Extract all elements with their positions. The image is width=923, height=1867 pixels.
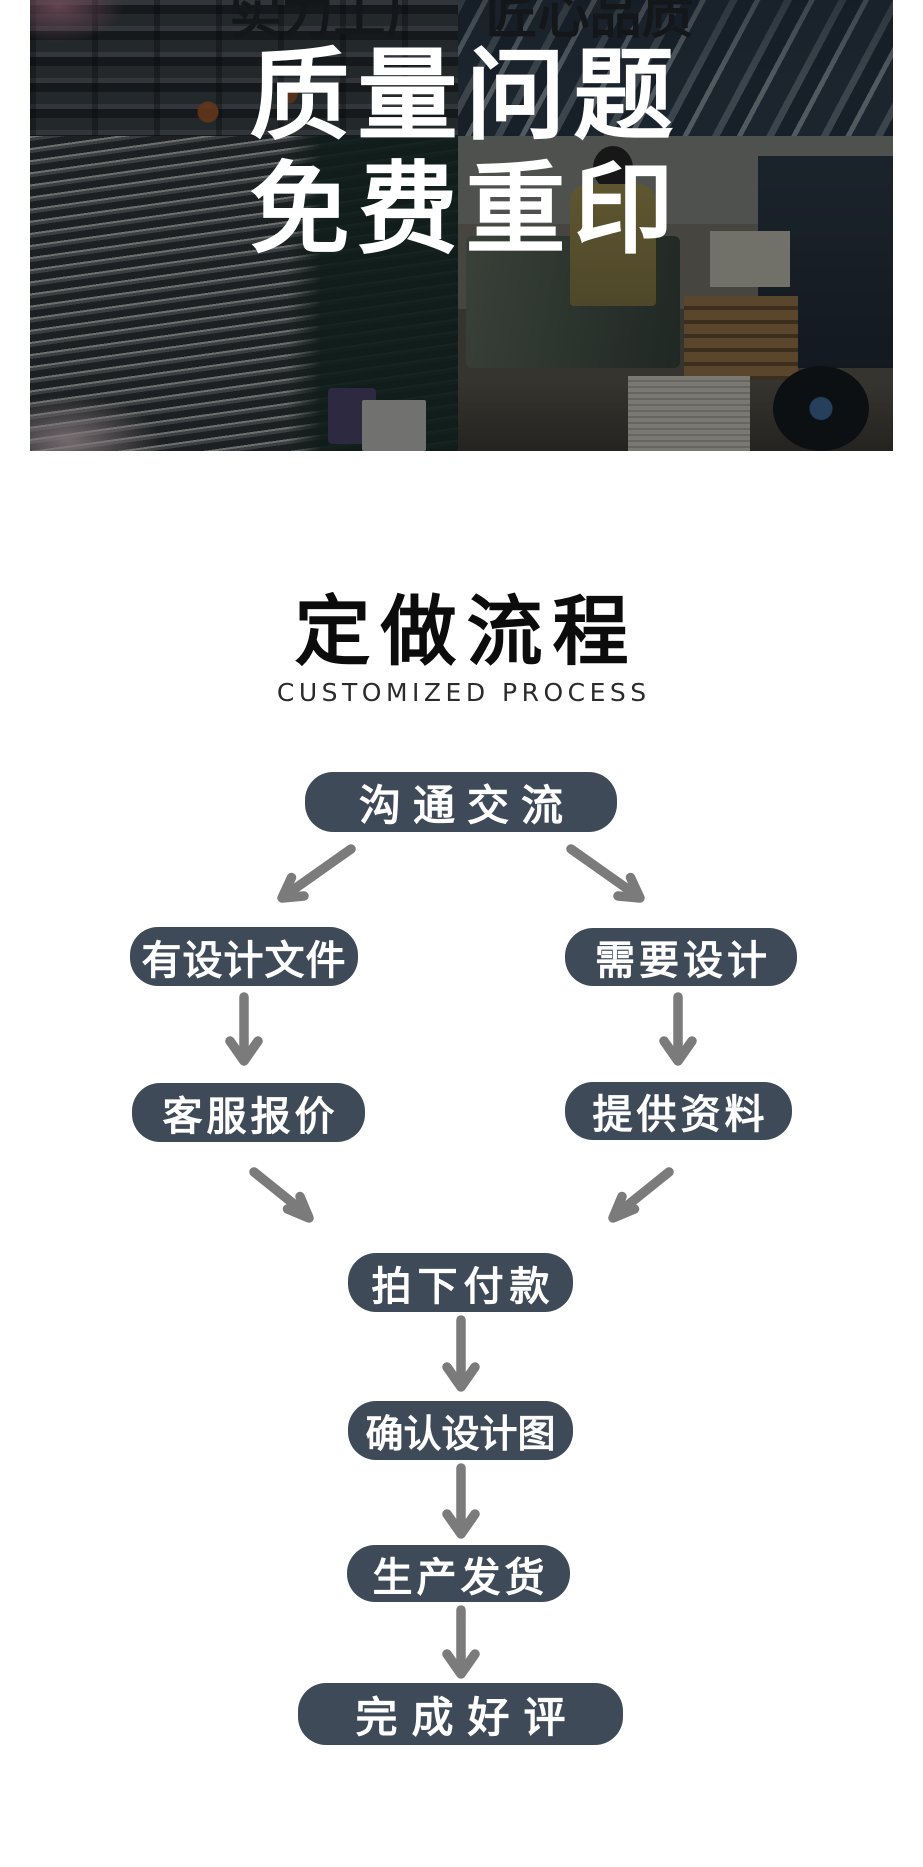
photo-electric-fan — [773, 366, 869, 451]
slogan-right: 匠心品质 — [485, 0, 694, 46]
photo-wooden-pallet — [684, 296, 798, 380]
flow-step-have-design-file: 有设计文件 — [130, 927, 358, 986]
flow-step-provide-materials: 提供资料 — [565, 1082, 792, 1140]
banner-headline-line1: 质量问题 — [249, 37, 682, 154]
arrow-down-confirm-icon — [442, 1463, 480, 1539]
slogan-left: 实力工厂 — [229, 0, 438, 46]
arrow-down-left-icon — [225, 992, 263, 1066]
flow-step-need-design: 需要设计 — [565, 928, 797, 986]
photo-factory-worker — [458, 136, 893, 451]
photo-white-card — [362, 400, 426, 451]
flow-step-order-pay: 拍下付款 — [348, 1253, 573, 1312]
process-subtitle: CUSTOMIZED PROCESS — [276, 678, 651, 707]
arrow-down-pay-icon — [442, 1315, 480, 1392]
banner-headline-line2: 免费重印 — [249, 151, 682, 268]
photo-paper-pile — [710, 231, 790, 287]
arrow-split-right-icon — [566, 844, 645, 903]
arrow-merge-right-icon — [608, 1167, 674, 1223]
photo-worker-head — [593, 146, 633, 190]
banner-slogan: 实力工厂 匠心品质 — [30, 0, 893, 48]
arrow-split-left-icon — [277, 844, 356, 903]
process-title: 定做流程 — [294, 587, 639, 676]
quality-banner: 实力工厂 匠心品质 质量问题 免费重印 — [30, 0, 893, 451]
photo-printing-press — [30, 0, 458, 136]
arrow-merge-left-icon — [249, 1167, 314, 1223]
photo-steel-frames — [458, 0, 893, 136]
photo-paper-fan-stack — [30, 136, 458, 451]
banner-overlay — [30, 0, 893, 451]
flow-step-service-quote: 客服报价 — [132, 1083, 365, 1142]
flow-step-complete-review: 完成好评 — [298, 1683, 623, 1745]
flow-step-confirm-design: 确认设计图 — [348, 1401, 573, 1460]
flow-step-communicate: 沟通交流 — [305, 772, 617, 832]
photo-worker-shirt — [570, 184, 656, 306]
arrow-down-right-icon — [659, 992, 697, 1066]
photo-paper-stack — [628, 376, 750, 451]
flow-step-produce-ship: 生产发货 — [347, 1545, 570, 1602]
arrow-down-ship-icon — [442, 1605, 480, 1679]
